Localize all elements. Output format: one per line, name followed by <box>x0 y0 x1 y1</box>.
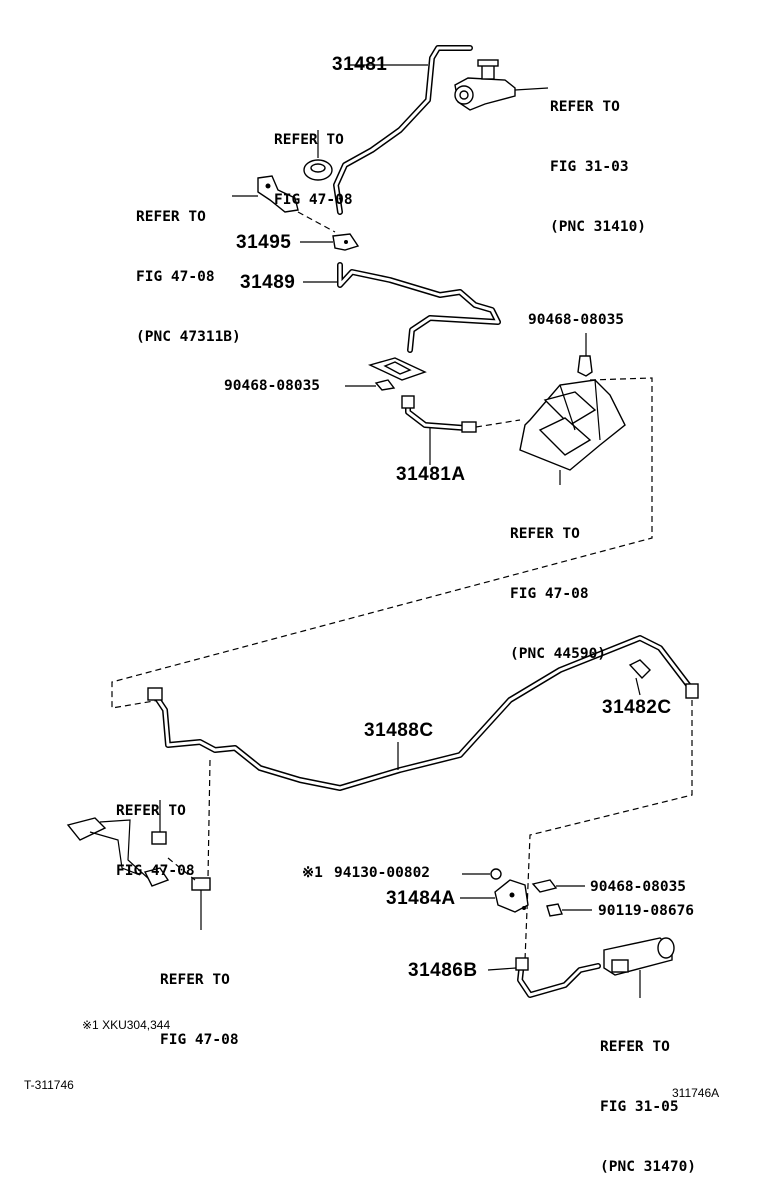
clip-90468-top[interactable] <box>577 355 593 377</box>
grommet <box>303 159 333 181</box>
part-label-90468-bottom[interactable]: 90468-08035 <box>590 879 687 895</box>
part-label-94130[interactable]: 94130-00802 <box>334 865 431 881</box>
part-label-31482c[interactable]: 31482C <box>602 697 672 718</box>
refer-line: (PNC 31470) <box>600 1159 697 1175</box>
diagram-id-left: T-311746 <box>24 1078 74 1092</box>
hose-31486b[interactable] <box>515 957 601 998</box>
refer-line: FIG 47-08 <box>136 269 215 285</box>
washer-94130[interactable] <box>490 868 502 880</box>
refer-line: (PNC 31410) <box>550 219 647 235</box>
clip-90468-bottom[interactable] <box>531 879 558 893</box>
footnote: ※1 XKU304,344 <box>82 1018 171 1032</box>
refer-line: REFER TO <box>510 526 580 542</box>
pipe-31489[interactable] <box>337 262 501 353</box>
refer-line: REFER TO <box>550 99 620 115</box>
refer-line: FIG 31-05 <box>600 1099 679 1115</box>
diagram-id-right: 311746A <box>672 1086 720 1100</box>
refer-line: (PNC 44590) <box>510 646 607 662</box>
clip-31482c[interactable] <box>628 659 651 696</box>
bracket-47311b <box>257 175 299 213</box>
refer-block-left-upper[interactable]: REFER TO FIG 47-08 <box>116 761 195 901</box>
parts-diagram: 31481 31495 31489 31481A 31488C 31482C 3… <box>24 45 720 1175</box>
refer-line: FIG 47-08 <box>116 863 195 879</box>
bracket-31484a[interactable] <box>494 879 529 913</box>
pipe-31481[interactable] <box>333 45 473 215</box>
refer-block-31410[interactable]: REFER TO FIG 31-03 (PNC 31410) <box>550 57 646 257</box>
part-label-31481[interactable]: 31481 <box>332 54 388 75</box>
refer-line: FIG 47-08 <box>510 586 589 602</box>
part-label-31484a[interactable]: 31484A <box>386 888 456 909</box>
pipe-31481a[interactable] <box>401 395 477 433</box>
refer-block-47311b[interactable]: REFER TO FIG 47-08 (PNC 47311B) <box>136 167 241 367</box>
part-label-90119[interactable]: 90119-08676 <box>598 903 695 919</box>
refer-line: (PNC 47311B) <box>136 329 241 345</box>
clip-90468-left[interactable] <box>374 379 396 391</box>
refer-line: REFER TO <box>160 972 230 988</box>
refer-line: REFER TO <box>116 803 186 819</box>
refer-block-grommet[interactable]: REFER TO FIG 47-08 <box>274 90 353 230</box>
master-cylinder <box>454 59 549 111</box>
part-label-31489[interactable]: 31489 <box>240 272 296 293</box>
refer-block-left-lower[interactable]: REFER TO FIG 47-08 <box>160 930 239 1070</box>
refer-block-44590[interactable]: REFER TO FIG 47-08 (PNC 44590) <box>510 484 606 684</box>
refer-line: REFER TO <box>600 1039 670 1055</box>
part-label-90468-top[interactable]: 90468-08035 <box>528 312 625 328</box>
part-label-31495[interactable]: 31495 <box>236 232 292 253</box>
refer-line: REFER TO <box>274 132 344 148</box>
bolt-90119[interactable] <box>546 903 563 917</box>
clamp-31495[interactable] <box>332 233 360 251</box>
part-label-90468-left[interactable]: 90468-08035 <box>224 378 321 394</box>
diagram-drawing <box>66 45 699 998</box>
part-label-31481a[interactable]: 31481A <box>396 464 466 485</box>
refer-line: REFER TO <box>136 209 206 225</box>
refer-line: FIG 31-03 <box>550 159 629 175</box>
refer-line: FIG 47-08 <box>274 192 353 208</box>
part-label-31488c[interactable]: 31488C <box>364 720 434 741</box>
refer-line: FIG 47-08 <box>160 1032 239 1048</box>
left-bracket-assembly <box>66 817 211 891</box>
mark-note-1: ※1 <box>302 865 323 881</box>
gasket-pad <box>367 357 427 381</box>
pipe-31488c[interactable] <box>147 635 699 791</box>
slave-cylinder <box>603 937 675 976</box>
part-label-31486b[interactable]: 31486B <box>408 960 478 981</box>
pedal-bracket <box>519 379 626 471</box>
